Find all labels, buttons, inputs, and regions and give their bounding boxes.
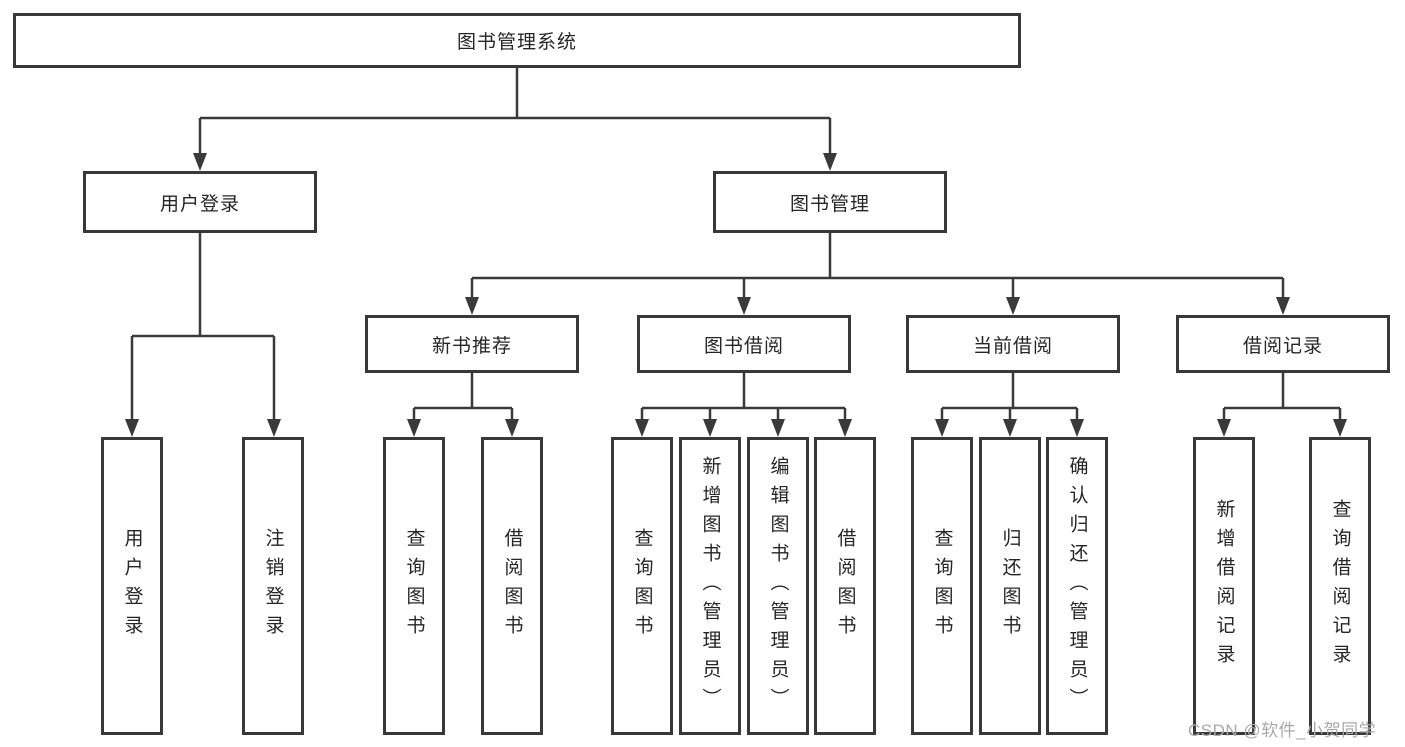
leaf-label: 新增图书（管理员） <box>699 455 721 717</box>
leaf-label: 归还图书 <box>999 528 1021 644</box>
leaf-label: 借阅图书 <box>834 528 856 644</box>
leaf-label: 新增借阅记录 <box>1213 499 1235 673</box>
leaf-label: 确认归还（管理员） <box>1066 455 1088 717</box>
leaf-label: 用户登录 <box>121 528 143 644</box>
leaf-label: 查询图书 <box>403 528 425 644</box>
leaf-label: 查询借阅记录 <box>1329 499 1351 673</box>
watermark: CSDN @软件_小贺同学 <box>1188 721 1377 740</box>
node-root-system: 图书管理系统 <box>13 13 1021 68</box>
leaf-label: 注销登录 <box>262 528 284 644</box>
node-borrow-records: 借阅记录 <box>1176 315 1390 373</box>
node-current-borrow: 当前借阅 <box>906 315 1120 373</box>
node-user-login: 用户登录 <box>83 171 317 233</box>
leaf-logout: 注销登录 <box>242 437 304 735</box>
leaf-label: 查询图书 <box>631 528 653 644</box>
leaf-query-books-recommend: 查询图书 <box>383 437 445 735</box>
leaf-add-book-admin: 新增图书（管理员） <box>679 437 741 735</box>
leaf-query-books-current: 查询图书 <box>911 437 973 735</box>
leaf-query-books-borrow: 查询图书 <box>611 437 673 735</box>
leaf-borrow-books-recommend: 借阅图书 <box>481 437 543 735</box>
leaf-edit-book-admin: 编辑图书（管理员） <box>747 437 809 735</box>
node-book-management: 图书管理 <box>713 171 947 233</box>
node-new-book-recommend: 新书推荐 <box>365 315 579 373</box>
leaf-label: 编辑图书（管理员） <box>767 455 789 717</box>
leaf-add-borrow-record: 新增借阅记录 <box>1193 437 1255 735</box>
arrowheads <box>125 153 1347 437</box>
leaf-user-login: 用户登录 <box>101 437 163 735</box>
leaf-borrow-books: 借阅图书 <box>814 437 876 735</box>
leaf-label: 查询图书 <box>931 528 953 644</box>
leaf-query-borrow-record: 查询借阅记录 <box>1309 437 1371 735</box>
leaf-return-books: 归还图书 <box>979 437 1041 735</box>
leaf-confirm-return-admin: 确认归还（管理员） <box>1046 437 1108 735</box>
node-book-borrow: 图书借阅 <box>637 315 851 373</box>
leaf-label: 借阅图书 <box>501 528 523 644</box>
